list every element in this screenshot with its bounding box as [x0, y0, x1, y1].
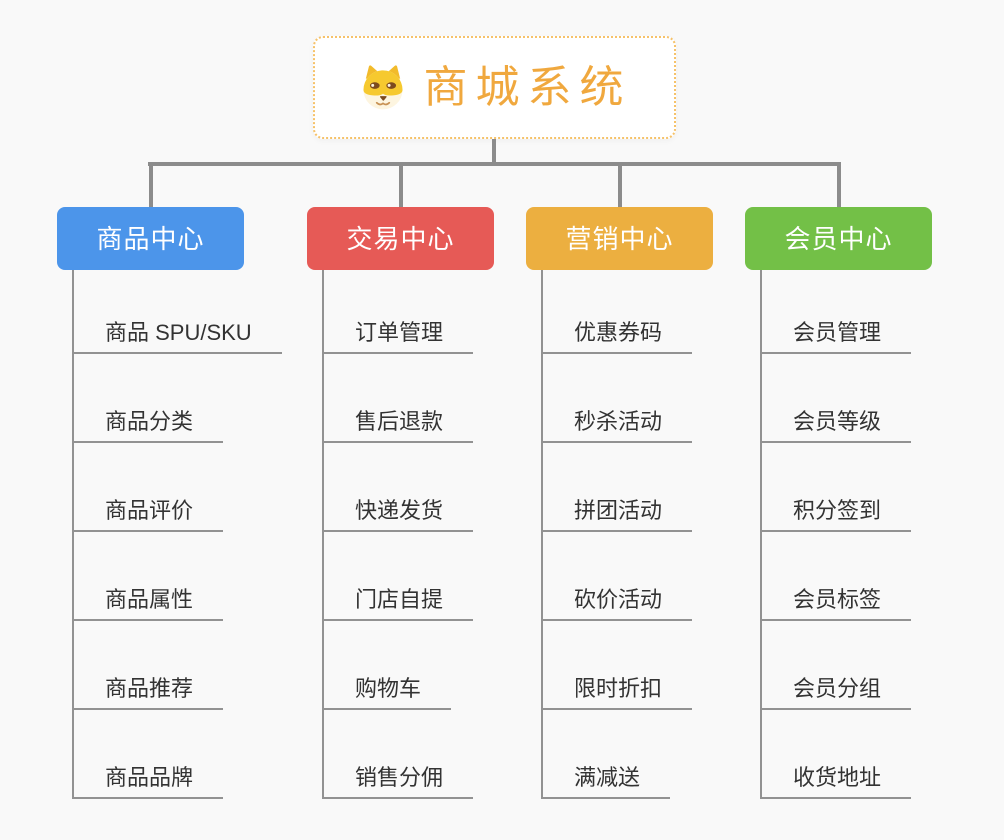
leaf-label: 会员标签 [793, 587, 882, 612]
shiba-dog-icon [358, 64, 408, 111]
leaf-label: 订单管理 [355, 320, 444, 345]
leaf-item[interactable]: 积分签到 [760, 443, 912, 532]
leaf-label: 快递发货 [355, 498, 444, 523]
leaf-item[interactable]: 商品评价 [72, 443, 224, 532]
leaf-label: 商品推荐 [105, 676, 194, 701]
leaf-item[interactable]: 快递发货 [322, 443, 474, 532]
connector-root-stem [492, 139, 496, 166]
leaf-label: 门店自提 [355, 587, 444, 612]
leaf-label: 会员等级 [793, 409, 882, 434]
branch-children-3: 会员管理会员等级积分签到会员标签会员分组收货地址 [760, 270, 912, 799]
leaf-item[interactable]: 门店自提 [322, 532, 474, 621]
leaf-label: 收货地址 [793, 765, 882, 790]
connector-branch-stem [836, 162, 841, 207]
leaf-label: 销售分佣 [355, 765, 444, 790]
branch-node-3[interactable]: 会员中心 [745, 207, 932, 270]
leaf-item[interactable]: 收货地址 [760, 710, 912, 799]
root-node[interactable]: 商城系统 [313, 36, 676, 139]
leaf-item[interactable]: 会员分组 [760, 621, 912, 710]
leaf-label: 商品 SPU/SKU [105, 320, 252, 345]
branch-children-1: 订单管理售后退款快递发货门店自提购物车销售分佣 [322, 270, 474, 799]
connector-horizontal-line [148, 162, 840, 166]
leaf-item[interactable]: 商品分类 [72, 354, 224, 443]
leaf-item[interactable]: 商品推荐 [72, 621, 224, 710]
leaf-item[interactable]: 满减送 [541, 710, 671, 799]
leaf-label: 商品属性 [105, 587, 194, 612]
leaf-label: 满减送 [574, 765, 641, 790]
leaf-item[interactable]: 商品属性 [72, 532, 224, 621]
leaf-item[interactable]: 优惠券码 [541, 270, 693, 354]
leaf-item[interactable]: 拼团活动 [541, 443, 693, 532]
branch-children-0: 商品 SPU/SKU 商品分类商品评价商品属性商品推荐商品品牌 [72, 270, 282, 799]
leaf-label: 砍价活动 [574, 587, 663, 612]
leaf-label: 拼团活动 [574, 498, 663, 523]
connector-branch-stem [617, 162, 622, 207]
branch-label: 商品中心 [96, 223, 205, 254]
leaf-label: 商品分类 [105, 409, 194, 434]
branch-label: 交易中心 [346, 223, 455, 254]
leaf-item[interactable]: 订单管理 [322, 270, 474, 354]
leaf-label: 购物车 [355, 676, 422, 701]
branch-node-0[interactable]: 商品中心 [57, 207, 244, 270]
branch-node-1[interactable]: 交易中心 [307, 207, 494, 270]
leaf-item[interactable]: 购物车 [322, 621, 452, 710]
leaf-label: 会员分组 [793, 676, 882, 701]
leaf-item[interactable]: 售后退款 [322, 354, 474, 443]
leaf-item[interactable]: 商品 SPU/SKU [72, 270, 282, 354]
leaf-item[interactable]: 会员标签 [760, 532, 912, 621]
root-title: 商城系统 [423, 62, 632, 112]
leaf-label: 积分签到 [793, 498, 882, 523]
leaf-label: 限时折扣 [574, 676, 663, 701]
connector-branch-stem [398, 162, 403, 207]
leaf-label: 商品评价 [105, 498, 194, 523]
branch-node-2[interactable]: 营销中心 [526, 207, 713, 270]
leaf-item[interactable]: 销售分佣 [322, 710, 474, 799]
leaf-label: 商品品牌 [105, 765, 194, 790]
connector-branch-stem [148, 162, 153, 207]
branch-label: 营销中心 [565, 223, 674, 254]
leaf-label: 售后退款 [355, 409, 444, 434]
leaf-item[interactable]: 会员管理 [760, 270, 912, 354]
leaf-label: 秒杀活动 [574, 409, 663, 434]
leaf-item[interactable]: 秒杀活动 [541, 354, 693, 443]
leaf-label: 优惠券码 [574, 320, 663, 345]
branch-label: 会员中心 [784, 223, 893, 254]
leaf-label: 会员管理 [793, 320, 882, 345]
branch-children-2: 优惠券码秒杀活动拼团活动砍价活动限时折扣满减送 [541, 270, 693, 799]
leaf-item[interactable]: 限时折扣 [541, 621, 693, 710]
leaf-item[interactable]: 砍价活动 [541, 532, 693, 621]
leaf-item[interactable]: 会员等级 [760, 354, 912, 443]
leaf-item[interactable]: 商品品牌 [72, 710, 224, 799]
